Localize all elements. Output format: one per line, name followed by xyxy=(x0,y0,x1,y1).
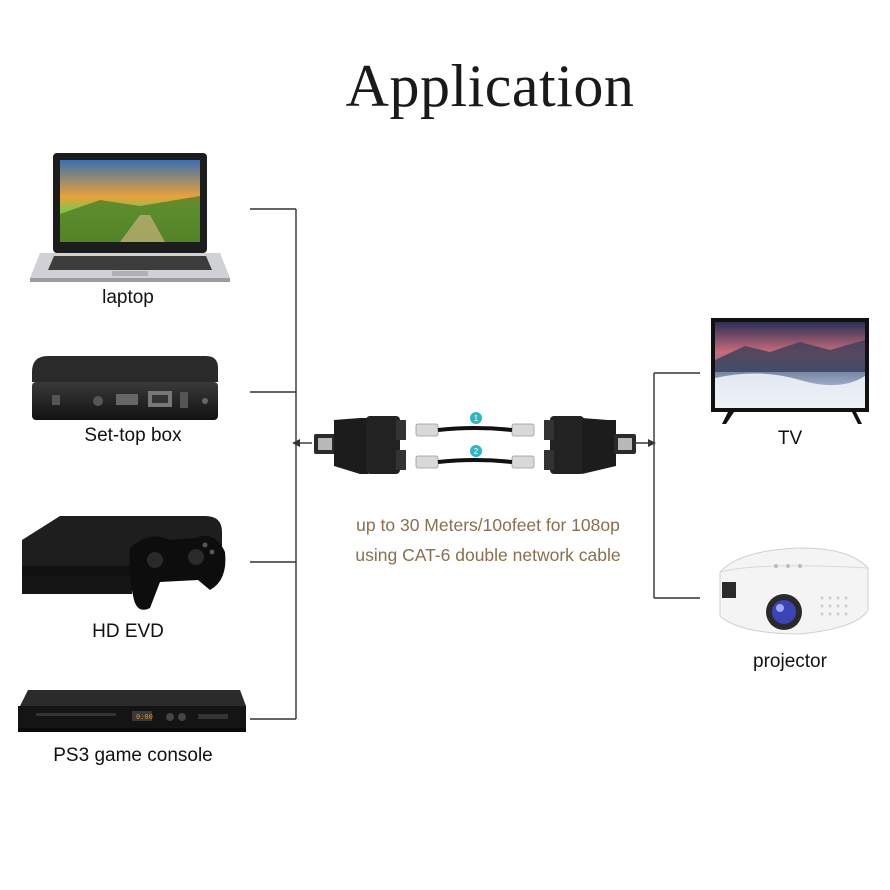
device-label-ps3-game-console: PS3 game console xyxy=(53,745,213,766)
left-arrowhead-icon xyxy=(292,439,300,447)
device-label-projector: projector xyxy=(753,651,827,672)
svg-text:0:00: 0:00 xyxy=(136,713,153,721)
cable-marker-1-text: 1 xyxy=(474,414,479,423)
projector-icon xyxy=(719,547,869,635)
cable-caption-line-1: up to 30 Meters/10ofeet for 108op xyxy=(356,515,620,535)
right-arrowhead-icon xyxy=(648,439,656,447)
cable-marker-2-text: 2 xyxy=(474,447,479,456)
cable-marker-1: 1 xyxy=(470,412,482,424)
dvd-player-icon: 0:00 xyxy=(18,690,246,732)
right-hdmi-adapter xyxy=(544,416,636,474)
device-label-set-top-box: Set-top box xyxy=(84,425,182,446)
network-cable-2 xyxy=(415,455,535,469)
device-label-hd-evd: HD EVD xyxy=(92,621,164,642)
cable-marker-2: 2 xyxy=(470,445,482,457)
page-title: Application xyxy=(345,53,635,119)
device-label-tv: TV xyxy=(777,428,803,449)
laptop-icon xyxy=(30,153,230,282)
network-cable-1 xyxy=(415,423,535,437)
game-console-icon xyxy=(22,516,226,610)
set-top-box-icon xyxy=(32,356,218,420)
cable-caption-line-2: using CAT-6 double network cable xyxy=(355,545,621,565)
left-hdmi-adapter xyxy=(314,416,406,474)
device-label-laptop: laptop xyxy=(102,287,154,308)
tv-icon xyxy=(711,318,869,424)
left-bracket-lines xyxy=(250,208,312,720)
